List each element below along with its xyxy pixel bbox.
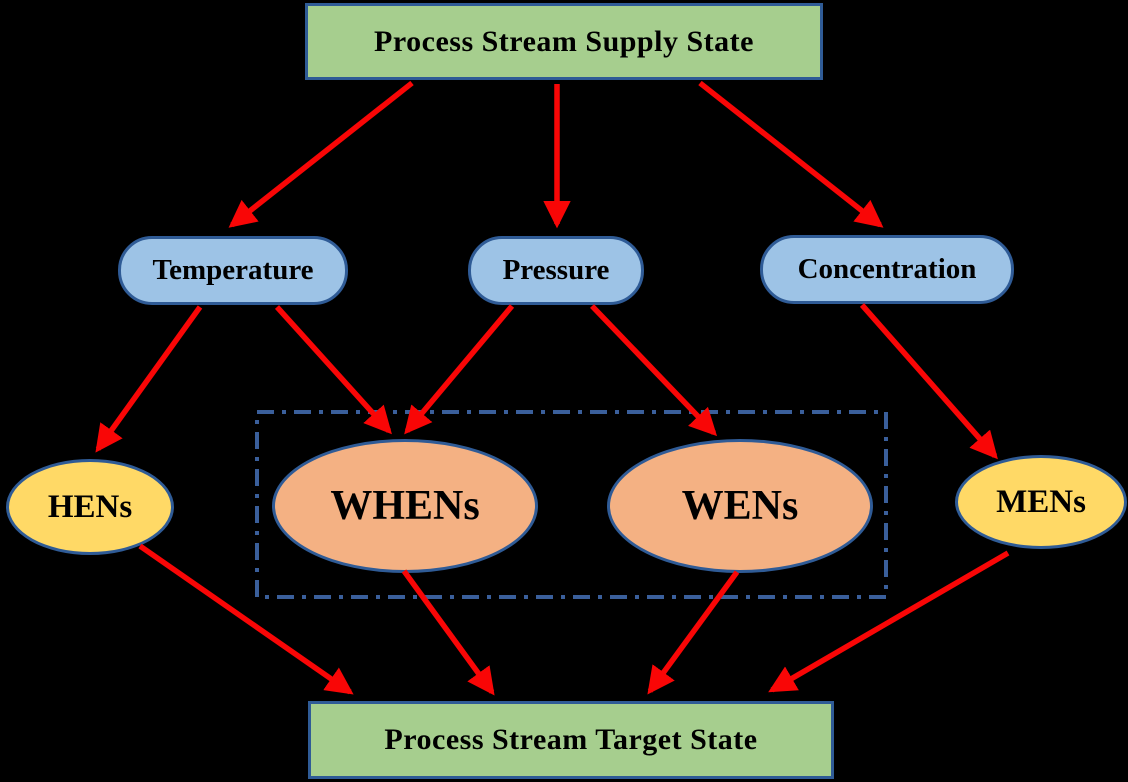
node-label-temperature: Temperature — [152, 254, 314, 287]
node-label-hens: HENs — [47, 488, 133, 525]
node-concentration: Concentration — [760, 235, 1014, 304]
arrow-mens-to-target — [768, 550, 1010, 693]
node-process-stream-supply-state: Process Stream Supply State — [305, 3, 823, 80]
arrow-pressure-to-whens — [404, 304, 515, 435]
node-label-mens: MENs — [996, 483, 1086, 520]
arrow-temperature-to-hens — [95, 305, 203, 453]
arrow-whens-to-target — [401, 569, 495, 696]
node-label-target: Process Stream Target State — [384, 723, 758, 757]
node-label-wens: WENs — [681, 482, 799, 529]
node-label-supply: Process Stream Supply State — [374, 24, 754, 58]
node-pressure: Pressure — [468, 236, 644, 305]
node-label-concentration: Concentration — [797, 253, 977, 286]
arrow-wens-to-target — [647, 570, 740, 695]
arrow-hens-to-target — [138, 543, 354, 695]
node-label-whens: WHENs — [330, 482, 480, 529]
node-whens: WHENs — [272, 439, 538, 573]
node-hens: HENs — [6, 459, 174, 555]
node-label-pressure: Pressure — [502, 254, 610, 287]
arrow-pressure-to-wens — [590, 304, 718, 437]
node-mens: MENs — [955, 455, 1127, 549]
arrow-temperature-to-whens — [274, 305, 392, 435]
arrow-concentration-to-mens — [859, 303, 998, 460]
node-process-stream-target-state: Process Stream Target State — [308, 701, 834, 779]
arrow-supply-to-temperature — [228, 80, 414, 228]
arrow-supply-to-concentration — [698, 80, 884, 228]
node-wens: WENs — [607, 439, 873, 573]
node-temperature: Temperature — [118, 236, 348, 305]
